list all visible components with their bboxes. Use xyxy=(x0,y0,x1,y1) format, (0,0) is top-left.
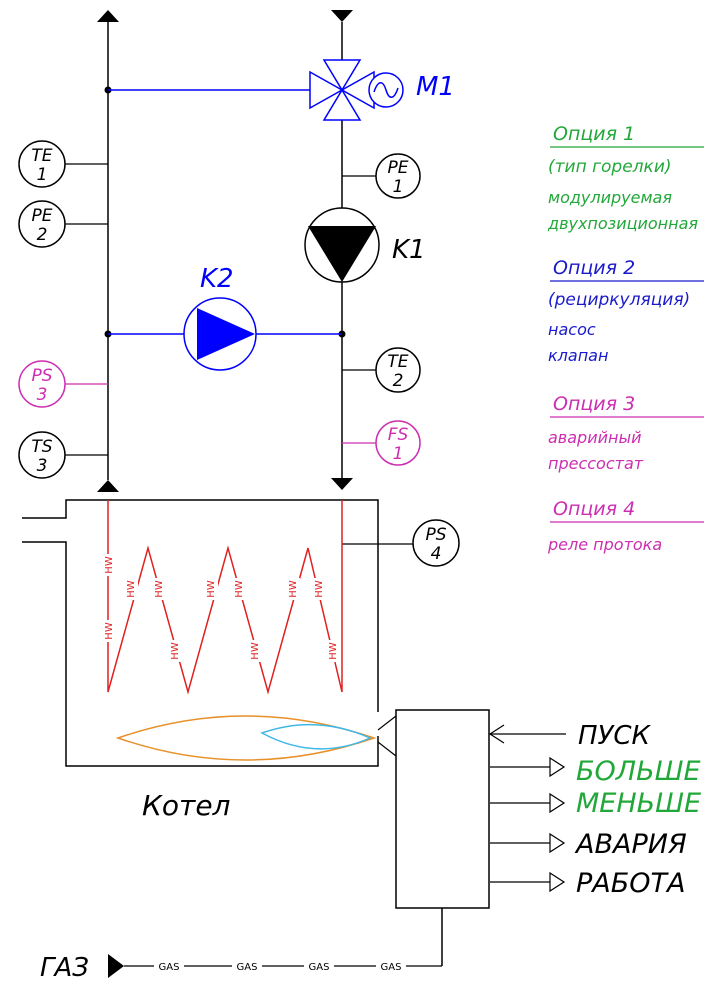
return-arrow-down-boiler xyxy=(331,478,353,490)
svg-text:HW: HW xyxy=(104,556,115,574)
svg-text:GAS: GAS xyxy=(309,962,330,973)
output-run-label: РАБОТА xyxy=(576,868,686,899)
left-supply-pipe xyxy=(97,10,119,492)
output-more: БОЛЬШЕ xyxy=(490,756,701,787)
output-alarm: АВАРИЯ xyxy=(490,829,687,860)
pump-k1: K1 xyxy=(304,207,426,283)
svg-text:1: 1 xyxy=(393,177,404,197)
burner-controller: ПУСК БОЛЬШЕ МЕНЬШЕ АВАРИЯ РАБОТА xyxy=(395,709,701,966)
svg-text:GAS: GAS xyxy=(237,962,258,973)
svg-text:прессостат: прессостат xyxy=(548,454,644,473)
svg-text:(тип горелки): (тип горелки) xyxy=(548,157,672,177)
svg-text:PE: PE xyxy=(32,206,53,226)
pump-arrow-icon xyxy=(197,308,255,360)
output-less: МЕНЬШЕ xyxy=(490,788,701,819)
return-arrow-down-top xyxy=(331,10,353,22)
svg-text:GAS: GAS xyxy=(381,962,402,973)
svg-text:2: 2 xyxy=(393,371,404,391)
svg-text:PS: PS xyxy=(31,366,52,386)
svg-text:1: 1 xyxy=(37,165,48,185)
pump-k2: K2 xyxy=(108,264,342,371)
boiler-label: Котел xyxy=(142,789,231,822)
boiler-vessel: Котел xyxy=(22,499,414,822)
svg-text:HW: HW xyxy=(104,622,115,640)
valve-label: M1 xyxy=(416,72,455,102)
svg-text:Опция 1: Опция 1 xyxy=(553,123,635,145)
output-run: РАБОТА xyxy=(490,868,686,899)
instrument-ps4: PS 4 xyxy=(412,519,460,567)
gas-line: ГАЗ GAS GAS GAS GAS xyxy=(40,953,442,983)
svg-text:PS: PS xyxy=(425,525,446,545)
output-less-label: МЕНЬШЕ xyxy=(576,788,701,819)
start-label: ПУСК xyxy=(578,721,652,751)
instrument-ps3: PS 3 xyxy=(18,360,108,408)
options-legend: Опция 1 (тип горелки) модулируемая двухп… xyxy=(547,123,704,554)
svg-text:аварийный: аварийный xyxy=(548,428,641,447)
svg-text:(рециркуляция): (рециркуляция) xyxy=(548,290,690,310)
svg-text:HW: HW xyxy=(314,580,325,598)
burner-flame xyxy=(115,715,377,761)
svg-text:HW: HW xyxy=(126,580,137,598)
instrument-te1: TE 1 xyxy=(18,140,108,188)
svg-text:3: 3 xyxy=(37,456,48,476)
instrument-pe2: PE 2 xyxy=(18,200,108,248)
output-alarm-label: АВАРИЯ xyxy=(574,829,687,860)
svg-text:двухпозиционная: двухпозиционная xyxy=(547,214,698,233)
svg-text:TS: TS xyxy=(31,437,52,457)
svg-text:Опция 3: Опция 3 xyxy=(553,393,635,415)
svg-text:2: 2 xyxy=(37,225,48,245)
output-more-label: БОЛЬШЕ xyxy=(576,756,701,787)
instrument-pe1: PE 1 xyxy=(342,153,421,199)
instrument-ts3: TS 3 xyxy=(18,431,108,479)
svg-text:Опция 4: Опция 4 xyxy=(553,498,635,520)
instrument-te2: TE 2 xyxy=(342,347,421,393)
option-2: Опция 2 (рециркуляция) насос клапан xyxy=(548,257,704,365)
svg-text:HW: HW xyxy=(234,580,245,598)
svg-text:1: 1 xyxy=(393,444,404,464)
svg-text:насос: насос xyxy=(548,320,596,339)
supply-arrow-up-boiler xyxy=(97,480,119,492)
svg-text:FS: FS xyxy=(388,425,409,445)
svg-text:PE: PE xyxy=(388,158,409,178)
svg-text:TE: TE xyxy=(31,146,52,166)
svg-text:HW: HW xyxy=(328,642,339,660)
svg-text:GAS: GAS xyxy=(159,962,180,973)
svg-text:4: 4 xyxy=(431,544,442,564)
svg-text:Опция 2: Опция 2 xyxy=(553,257,635,279)
option-1: Опция 1 (тип горелки) модулируемая двухп… xyxy=(547,123,704,233)
svg-text:клапан: клапан xyxy=(548,346,608,365)
svg-text:реле протока: реле протока xyxy=(547,535,662,554)
svg-text:3: 3 xyxy=(37,385,48,405)
svg-text:HW: HW xyxy=(170,642,181,660)
svg-text:HW: HW xyxy=(288,580,299,598)
pump-k2-label: K2 xyxy=(200,264,234,294)
start-signal: ПУСК xyxy=(488,721,652,751)
option-4: Опция 4 реле протока xyxy=(547,498,704,554)
svg-text:HW: HW xyxy=(154,580,165,598)
option-3: Опция 3 аварийный прессостат xyxy=(548,393,704,473)
pump-k1-label: K1 xyxy=(392,235,426,265)
three-way-valve-m1: M1 xyxy=(108,59,455,121)
sine-icon xyxy=(373,82,399,98)
svg-text:HW: HW xyxy=(206,580,217,598)
pump-arrow-icon xyxy=(308,226,376,282)
svg-text:TE: TE xyxy=(387,352,408,372)
svg-text:HW: HW xyxy=(250,642,261,660)
svg-text:модулируемая: модулируемая xyxy=(548,188,672,207)
gas-label: ГАЗ xyxy=(40,953,89,983)
gas-arrow-icon xyxy=(108,954,124,978)
supply-arrow-up-top xyxy=(97,10,119,22)
heating-coil: HW HW HW HW HW HW HW HW HW HW HW xyxy=(100,500,343,695)
instrument-fs1: FS 1 xyxy=(342,420,421,466)
